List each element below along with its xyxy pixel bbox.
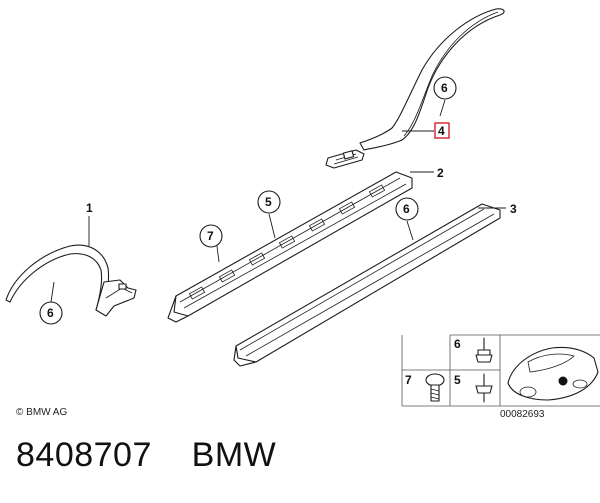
callout-7: 7: [199, 224, 223, 248]
callout-4-label: 4: [438, 124, 445, 138]
clip-5-icon: [475, 373, 493, 403]
rear-arch-trim-part: [325, 8, 505, 169]
callout-1: 1: [86, 201, 93, 215]
sill-carrier-part: [167, 171, 413, 323]
callout-6-sill: 6: [395, 197, 419, 221]
callout-3-label: 3: [510, 202, 517, 216]
front-arch-trim-part: [5, 244, 137, 317]
callout-6-rear-label: 6: [441, 81, 448, 95]
location-dot-icon: [558, 376, 568, 386]
callout-6-front-label: 6: [47, 306, 54, 320]
copyright-label: © BMW AG: [16, 407, 67, 418]
callout-6-sill-label: 6: [403, 202, 410, 216]
callout-5: 5: [257, 190, 281, 214]
part-number-footer: 8408707 BMW: [16, 436, 277, 474]
leader-lines: [50, 99, 506, 303]
callout-3: 3: [510, 202, 517, 216]
inset-label-5: 5: [454, 373, 461, 387]
inset-label-7: 7: [405, 373, 412, 387]
callout-2: 2: [437, 166, 444, 180]
side-sill-cover-part: [233, 203, 501, 367]
callout-5-label: 5: [265, 195, 272, 209]
callout-2-label: 2: [437, 166, 444, 180]
callout-6-rear: 6: [433, 76, 457, 100]
fastener-inset: 6 5 7 00082693: [401, 334, 600, 420]
clip-6-icon: [475, 337, 493, 363]
callout-1-label: 1: [86, 201, 93, 215]
image-number: 00082693: [500, 409, 545, 420]
callout-6-front: 6: [39, 301, 63, 325]
callout-4: 4: [434, 122, 450, 139]
car-locator-icon: [507, 346, 599, 401]
screw-7-icon: [425, 373, 445, 402]
callout-7-label: 7: [207, 229, 214, 243]
callout-4-highlight: [434, 122, 450, 139]
inset-label-6: 6: [454, 337, 461, 351]
